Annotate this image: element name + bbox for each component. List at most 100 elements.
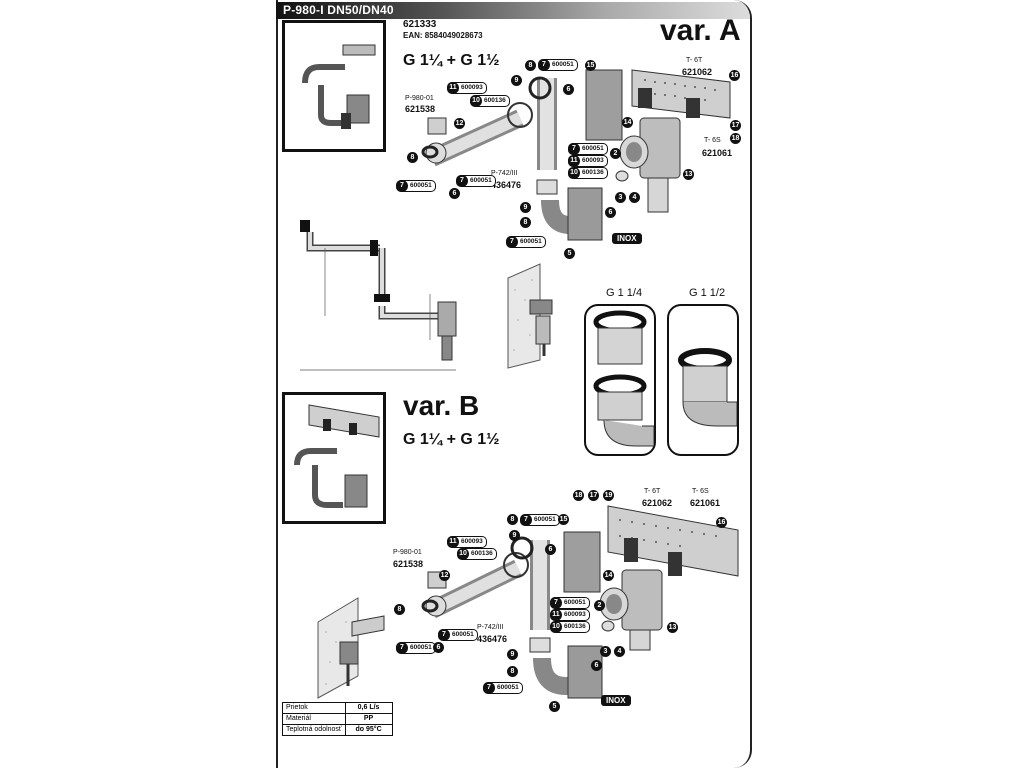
t6t-code: 621062 <box>682 67 713 77</box>
callout-8b: 8 <box>407 152 418 163</box>
t6s-code: 621061 <box>702 148 733 158</box>
callout-b-5: 5 <box>549 701 560 712</box>
g112-fitting-drawing <box>678 348 737 427</box>
var-b-exploded-drawing <box>421 505 739 699</box>
callout-b-18: 18 <box>573 490 584 501</box>
callout-4: 4 <box>629 192 640 203</box>
callout-12: 12 <box>454 118 465 129</box>
t6s-code-b: 621061 <box>690 498 721 508</box>
callout-b-12: 12 <box>439 570 450 581</box>
inox-badge-a: INOX <box>612 233 642 244</box>
spec-value: PP <box>344 713 393 725</box>
product-title: P-980-I DN50/DN40 <box>283 3 394 17</box>
detail-right-label: G 1 1/2 <box>689 287 726 299</box>
p980-code-b: 621538 <box>393 559 424 569</box>
callout-b-13: 13 <box>667 622 678 633</box>
callout-b-14: 14 <box>603 570 614 581</box>
var-a-exploded-drawing <box>421 69 731 241</box>
t6s-label-b: T- 6S <box>692 488 709 495</box>
ean-code: EAN: 8584049028673 <box>403 31 483 40</box>
var-b-thumbnail-drawing <box>294 404 380 508</box>
callout-b-8c: 8 <box>507 666 518 677</box>
callout-b-16: 16 <box>716 517 727 528</box>
callout-6c: 6 <box>605 207 616 218</box>
p742-code: 436476 <box>491 180 522 190</box>
spec-key: Teplotná odolnosť <box>282 724 346 736</box>
var-a-title: var. A <box>660 14 741 47</box>
callout-b-8: 8 <box>507 514 518 525</box>
callout-b-6: 6 <box>545 544 556 555</box>
callout-b-17: 17 <box>588 490 599 501</box>
callout-18: 18 <box>730 133 741 144</box>
callout-b-4: 4 <box>614 646 625 657</box>
callout-b-2: 2 <box>594 600 605 611</box>
callout-13: 13 <box>683 169 694 180</box>
callout-b-15: 15 <box>558 514 569 525</box>
callout-16: 16 <box>729 70 740 81</box>
p742-label-b: P-742/III <box>477 624 504 631</box>
t6t-code-b: 621062 <box>642 498 673 508</box>
callout-b-9b: 9 <box>507 649 518 660</box>
spec-value: do 95°C <box>344 724 393 736</box>
callout-15: 15 <box>585 60 596 71</box>
callout-14: 14 <box>622 117 633 128</box>
spec-key: Materiál <box>282 713 346 725</box>
p742-label: P-742/III <box>491 170 518 177</box>
callout-b-3: 3 <box>600 646 611 657</box>
callout-5: 5 <box>564 248 575 259</box>
callout-17: 17 <box>730 120 741 131</box>
callout-b-9: 9 <box>509 530 520 541</box>
callout-2: 2 <box>610 148 621 159</box>
callout-8: 8 <box>525 60 536 71</box>
p980-code: 621538 <box>405 104 436 114</box>
g114-fitting-drawing <box>593 310 654 447</box>
var-a-thread: G 1¼ + G 1½ <box>403 52 500 69</box>
wall-install-sketch-b <box>317 597 385 699</box>
sheet-left-edge <box>276 0 278 768</box>
callout-9b: 9 <box>520 202 531 213</box>
spec-key: Prietok <box>282 702 346 714</box>
detail-g114-panel <box>584 304 656 456</box>
callout-6b: 6 <box>449 188 460 199</box>
p742-code-b: 436476 <box>477 634 508 644</box>
var-b-thumbnail <box>282 392 386 524</box>
detail-left-label: G 1 1/4 <box>606 287 643 299</box>
var-b-title: var. B <box>403 390 480 421</box>
p980-label-b: P-980-01 <box>393 549 422 556</box>
var-a-thumbnail-drawing <box>302 44 376 129</box>
callout-8c: 8 <box>520 217 531 228</box>
callout-6: 6 <box>563 84 574 95</box>
detail-g112-panel <box>667 304 739 456</box>
wall-install-sketch-a <box>507 263 553 369</box>
t6t-label: T- 6T <box>686 57 703 64</box>
dimension-drawing <box>300 220 457 371</box>
callout-b-6c: 6 <box>591 660 602 671</box>
sheet-header: P-980-I DN50/DN40 <box>276 2 750 19</box>
spec-value: 0,6 L/s <box>344 702 393 714</box>
t6t-label-b: T- 6T <box>644 488 661 495</box>
var-b-thread: G 1¼ + G 1½ <box>403 431 500 448</box>
p980-label: P-980-01 <box>405 95 434 102</box>
var-a-thumbnail <box>282 20 386 152</box>
callout-b-8b: 8 <box>394 604 405 615</box>
inox-badge-b: INOX <box>601 695 631 706</box>
